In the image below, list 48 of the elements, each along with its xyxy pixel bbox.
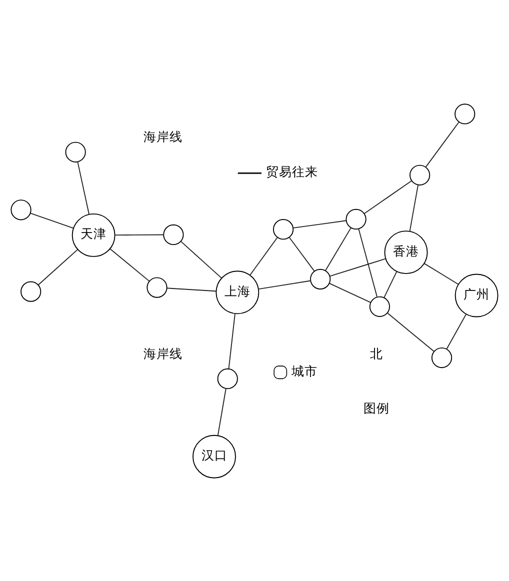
connector	[114, 234, 164, 236]
connector	[180, 240, 222, 278]
connector	[386, 312, 435, 352]
connector	[110, 248, 150, 282]
connector	[77, 160, 90, 214]
connector	[409, 184, 419, 232]
connector	[424, 262, 459, 284]
node-circle	[410, 164, 430, 185]
node-circle	[20, 280, 42, 302]
node-circle: 天津	[72, 212, 116, 256]
connector	[364, 180, 412, 214]
node-circle: 香港	[384, 230, 428, 274]
connector	[329, 258, 386, 276]
connector	[384, 270, 398, 298]
connector	[425, 121, 460, 167]
node-circle: 上海	[216, 270, 260, 314]
connector	[328, 282, 372, 302]
connector	[30, 212, 74, 228]
connector	[228, 312, 236, 369]
node-circle	[454, 103, 476, 124]
node-circle	[65, 141, 86, 162]
connector	[446, 313, 467, 350]
legend-label: 贸易往来	[266, 164, 318, 179]
connector	[292, 220, 347, 228]
node-circle	[310, 268, 331, 289]
node-circle	[273, 218, 294, 240]
legend-label: 城市	[291, 362, 318, 378]
label: 图例	[363, 400, 390, 415]
connector	[288, 236, 315, 272]
node-circle	[163, 224, 184, 245]
node-circle	[10, 199, 32, 220]
connector	[258, 280, 311, 289]
node-circle	[217, 368, 238, 389]
connector	[358, 228, 378, 297]
node-circle: 汉口	[192, 434, 236, 478]
node-circle	[431, 346, 452, 368]
connector	[324, 226, 352, 271]
connector	[38, 248, 78, 285]
label: 海岸线	[144, 346, 183, 361]
node-circle	[146, 276, 168, 298]
connector	[217, 388, 226, 436]
label: 海岸线	[144, 128, 183, 144]
label: 北	[370, 346, 383, 361]
node-circle	[369, 296, 390, 316]
connector	[250, 236, 278, 276]
connector	[166, 287, 216, 292]
node-circle: 广州	[454, 273, 498, 317]
node-circle	[346, 208, 366, 230]
